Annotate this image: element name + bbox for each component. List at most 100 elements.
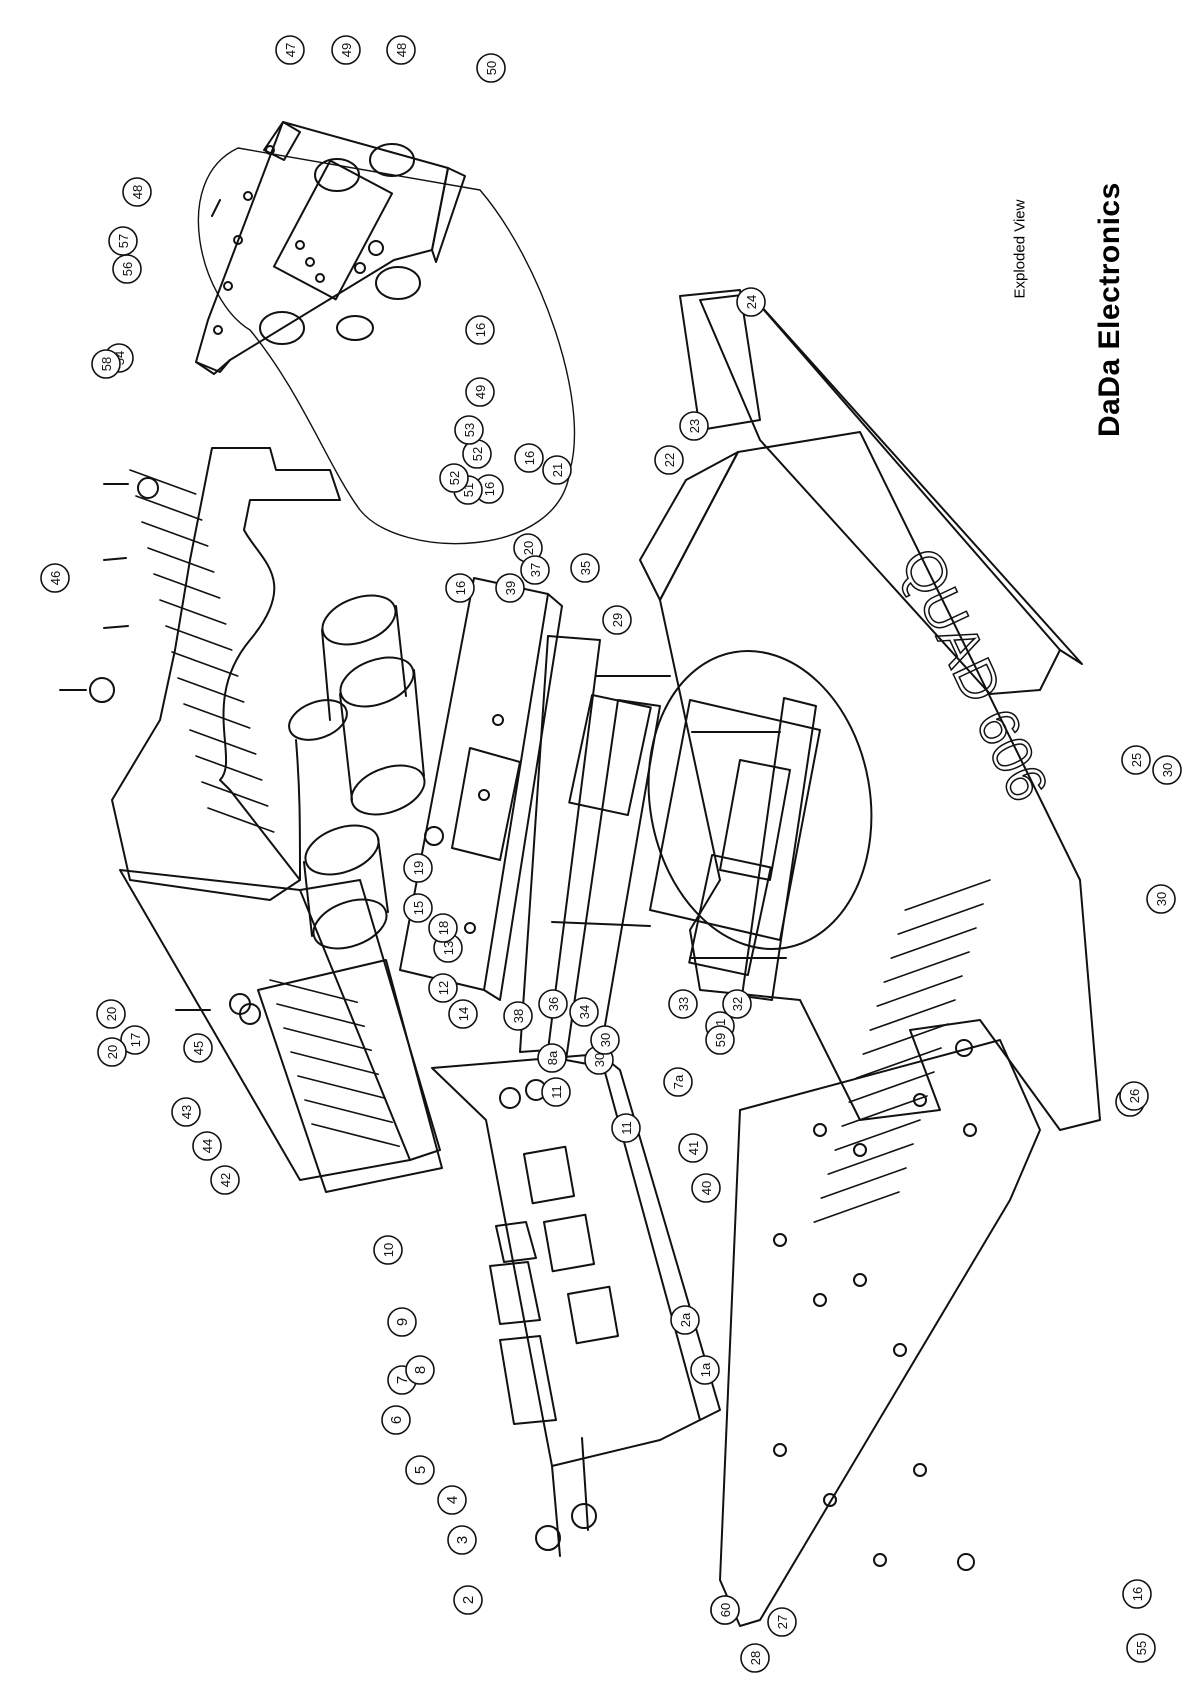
callout-label: 23 [687, 419, 702, 433]
callout-8a: 8a [538, 1044, 566, 1072]
callout-label: 45 [191, 1041, 206, 1055]
callout-label: 47 [283, 43, 298, 57]
callout-45: 45 [184, 1034, 212, 1062]
callout-label: 29 [610, 613, 625, 627]
callout-label: 37 [528, 563, 543, 577]
callout-label: 60 [718, 1603, 733, 1617]
callout-21: 21 [543, 456, 571, 484]
callout-20: 20 [98, 1038, 126, 1066]
callout-2a: 2a [671, 1306, 699, 1334]
model-lettering: QUAD 606 [889, 538, 1061, 810]
callout-label: 40 [699, 1181, 714, 1195]
callout-5: 5 [406, 1456, 434, 1484]
callout-18: 18 [429, 914, 457, 942]
callout-label: 57 [116, 234, 131, 248]
callout-16: 16 [446, 574, 474, 602]
base-plate [720, 1040, 1040, 1626]
callout-32: 32 [723, 990, 751, 1018]
callout-label: 50 [484, 61, 499, 75]
callout-label: 26 [1127, 1089, 1142, 1103]
callout-label: 52 [447, 471, 462, 485]
callout-label: 25 [1129, 753, 1144, 767]
callout-53: 53 [455, 416, 483, 444]
callout-30: 30 [591, 1026, 619, 1054]
callout-label: 22 [662, 453, 677, 467]
callout-20: 20 [97, 1000, 125, 1028]
callout-9: 9 [388, 1308, 416, 1336]
callout-label: 13 [441, 941, 456, 955]
callout-30: 30 [1153, 756, 1181, 784]
callout-24: 24 [737, 288, 765, 316]
callout-label: 52 [470, 447, 485, 461]
callout-label: 16 [453, 581, 468, 595]
callout-16: 16 [515, 444, 543, 472]
callout-60: 60 [711, 1596, 739, 1624]
callout-label: 55 [1134, 1641, 1149, 1655]
callout-label: 39 [503, 581, 518, 595]
callout-12: 12 [429, 974, 457, 1002]
callout-label: 38 [511, 1009, 526, 1023]
callout-43: 43 [172, 1098, 200, 1126]
callout-41: 41 [679, 1134, 707, 1162]
callout-label: 41 [686, 1141, 701, 1155]
callout-label: 6 [388, 1416, 405, 1424]
callout-48: 48 [123, 178, 151, 206]
callout-label: 3 [454, 1536, 471, 1544]
callout-35: 35 [571, 554, 599, 582]
callout-label: 49 [473, 385, 488, 399]
brand-title: DaDa Electronics [1093, 137, 1127, 437]
callout-label: 21 [550, 463, 565, 477]
callout-label: 27 [775, 1615, 790, 1629]
callout-label: 30 [1160, 763, 1175, 777]
callout-label: 5 [412, 1466, 429, 1474]
callout-label: 8 [412, 1366, 429, 1374]
callout-label: 48 [130, 185, 145, 199]
view-subtitle: Exploded View [1012, 179, 1029, 299]
callout-label: 32 [730, 997, 745, 1011]
callout-33: 33 [669, 990, 697, 1018]
callout-label: 1a [698, 1362, 713, 1377]
callout-47: 47 [276, 36, 304, 64]
callout-39: 39 [496, 574, 524, 602]
callout-label: 59 [713, 1033, 728, 1047]
callout-label: 34 [577, 1005, 592, 1019]
callout-42: 42 [211, 1166, 239, 1194]
callout-44: 44 [193, 1132, 221, 1160]
callout-38: 38 [504, 1002, 532, 1030]
callout-58: 58 [92, 350, 120, 378]
callout-56: 56 [113, 255, 141, 283]
callout-4: 4 [438, 1486, 466, 1514]
callout-label: 30 [598, 1033, 613, 1047]
callout-label: 11 [619, 1121, 634, 1135]
callout-label: 16 [473, 323, 488, 337]
callout-label: 20 [104, 1007, 119, 1021]
callout-label: 15 [411, 901, 426, 915]
callout-label: 44 [200, 1139, 215, 1153]
callout-label: 33 [676, 997, 691, 1011]
callout-label: 30 [1154, 892, 1169, 906]
callout-label: 2a [678, 1312, 693, 1327]
callout-57: 57 [109, 227, 137, 255]
callout-label: 12 [436, 981, 451, 995]
callout-label: 16 [482, 482, 497, 496]
callout-label: 16 [522, 451, 537, 465]
callout-label: 4 [444, 1496, 461, 1504]
callout-label: 46 [48, 571, 63, 585]
callout-label: 19 [411, 861, 426, 875]
callout-label: 35 [578, 561, 593, 575]
callout-label: 28 [748, 1651, 763, 1665]
callout-label: 10 [381, 1243, 396, 1257]
callout-label: 8a [545, 1050, 560, 1065]
callout-label: 49 [339, 43, 354, 57]
callout-label: 53 [462, 423, 477, 437]
callout-10: 10 [374, 1236, 402, 1264]
callout-7a: 7a [664, 1068, 692, 1096]
callout-28: 28 [741, 1644, 769, 1672]
callout-26: 26 [1120, 1082, 1148, 1110]
callout-label: 24 [744, 295, 759, 309]
callout-55: 55 [1127, 1634, 1155, 1662]
main-chassis [640, 432, 1100, 1222]
callout-label: 56 [120, 262, 135, 276]
callout-50: 50 [477, 54, 505, 82]
